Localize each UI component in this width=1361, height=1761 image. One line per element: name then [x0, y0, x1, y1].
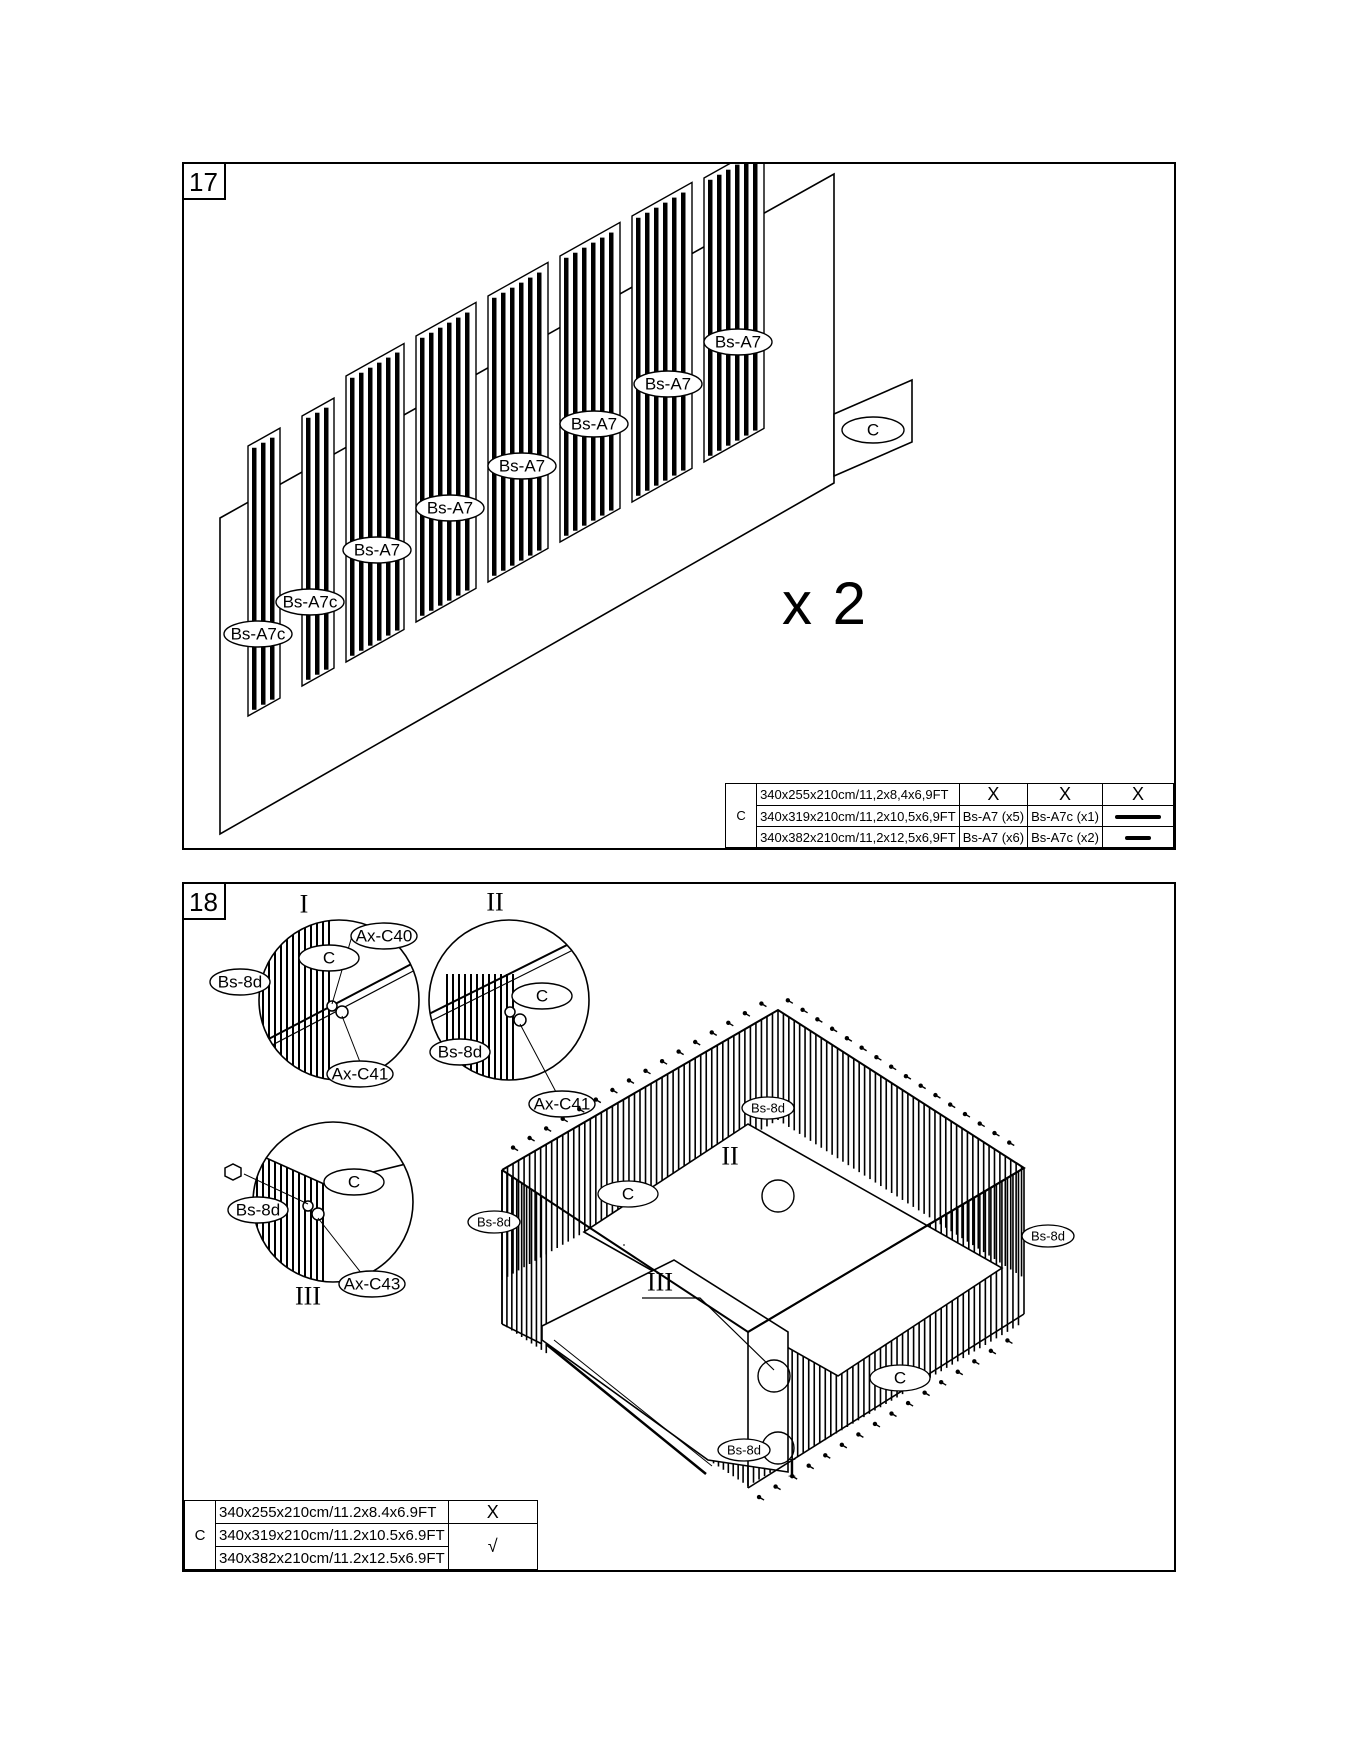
panel-label: Bs-A7 [354, 541, 400, 560]
panel-label-oval [487, 452, 557, 480]
detail-II-panel-label: Bs-8d [438, 1043, 482, 1062]
size-cell: 340x319x210cm/11,2x10,5x6,9FT [756, 805, 960, 827]
detail-I-c-label: C [323, 949, 335, 968]
short-bar-icon [1102, 826, 1174, 848]
size-cell: 340x319x210cm/11.2x10.5x6.9FT [215, 1523, 449, 1547]
detail-II-c-label: C [536, 987, 548, 1006]
step-number: 18 [184, 884, 226, 920]
bs8d-left-label: Bs-8d [477, 1215, 511, 1230]
wall-outline [219, 172, 835, 836]
detail-I-panel-label: Bs-8d [218, 973, 262, 992]
part-count: Bs-A7c (x1) [1027, 805, 1103, 827]
callout-circle-II [761, 1179, 795, 1213]
c-tab-label: C [867, 421, 879, 440]
detail-I-screw-label: Ax-C41 [332, 1065, 389, 1084]
quantity-multiplier: x 2 [782, 570, 869, 637]
panel-label-oval [342, 536, 412, 564]
panel-label: Bs-A7 [571, 415, 617, 434]
cross-mark: X [1027, 783, 1103, 806]
cross-mark: X [958, 783, 1029, 806]
c-right-label: C [894, 1369, 906, 1388]
panel-label-oval [223, 620, 293, 648]
bs8d-top-label: Bs-8d [751, 1101, 785, 1116]
bs8d-right-label: Bs-8d [1031, 1229, 1065, 1244]
c-tab-label-oval [841, 416, 905, 444]
callout-II: II [721, 1142, 738, 1171]
size-cell: 340x255x210cm/11.2x8.4x6.9FT [215, 1500, 449, 1524]
bs8d-bottom-label: Bs-8d [727, 1443, 761, 1458]
panel-label: Bs-A7 [645, 375, 691, 394]
size-cell: 340x382x210cm/11,2x12,5x6,9FT [756, 826, 960, 848]
detail-III-panel-label: Bs-8d [236, 1201, 280, 1220]
detail-II: C Bs-8d Ax-C41 II [428, 888, 596, 1118]
table-row: 340x382x210cm/11.2x12.5x6.9FT [185, 1546, 538, 1570]
step-number: 17 [184, 164, 226, 200]
table-row: 340x319x210cm/11.2x10.5x6.9FT √ [185, 1523, 538, 1570]
panel-label: Bs-A7c [231, 625, 286, 644]
callout-III: III [647, 1268, 673, 1297]
detail-III-c-label: C [348, 1173, 360, 1192]
shed-frame: I II III Bs-8d Bs-8d Bs-8d Bs-8d C C [467, 998, 1075, 1501]
callout-I: I [788, 1454, 797, 1483]
table-row: 340x382x210cm/11,2x12,5x6,9FT Bs-A7 (x6)… [726, 826, 1174, 848]
panel-label: Bs-A7 [427, 499, 473, 518]
table-key: C [184, 1500, 216, 1570]
check-mark: √ [447, 1523, 538, 1570]
panel-label-oval [633, 370, 703, 398]
part-count: Bs-A7 (x6) [958, 826, 1029, 848]
size-table-18: C 340x255x210cm/11.2x8.4x6.9FT X 340x319… [184, 1500, 538, 1570]
panel-label-oval [703, 328, 773, 356]
panel-label: Bs-A7c [283, 593, 338, 612]
panel-label-oval [559, 410, 629, 438]
detail-I-numeral: I [300, 890, 309, 919]
step-18-panel: 18 C Bs-8d Ax-C40 Ax-C41 I [182, 882, 1176, 1572]
detail-III-screw-label: Ax-C43 [344, 1275, 401, 1294]
panel-stripes [247, 164, 765, 718]
panel-label-oval [275, 588, 345, 616]
detail-I-bolt-label: Ax-C40 [356, 927, 413, 946]
part-count: Bs-A7c (x2) [1027, 826, 1103, 848]
panel-label: Bs-A7 [499, 457, 545, 476]
wall-panel-assembly-drawing: Bs-A7cBs-A7cBs-A7Bs-A7Bs-A7Bs-A7Bs-A7Bs-… [219, 164, 913, 836]
table-key: C [725, 783, 758, 848]
long-bar-icon [1102, 805, 1174, 827]
size-cell: 340x382x210cm/11.2x12.5x6.9FT [215, 1546, 449, 1570]
size-cell: 340x255x210cm/11,2x8,4x6,9FT [756, 783, 960, 806]
cross-mark: X [447, 1500, 538, 1524]
detail-II-screw-label: Ax-C41 [534, 1095, 591, 1114]
size-table-17: C 340x255x210cm/11,2x8,4x6,9FT X X X 340… [725, 783, 1174, 848]
table-row: C 340x255x210cm/11,2x8,4x6,9FT X X X [725, 783, 1174, 848]
part-count: Bs-A7 (x5) [958, 805, 1029, 827]
detail-III: C Bs-8d Ax-C43 III [224, 1121, 414, 1311]
shed-frame-assembly-drawing: C Bs-8d Ax-C40 Ax-C41 I C Bs-8d Ax-C41 I… [209, 888, 1075, 1501]
detail-III-numeral: III [295, 1282, 321, 1311]
c-left-label: C [622, 1185, 634, 1204]
table-row: 340x319x210cm/11,2x10,5x6,9FT Bs-A7 (x5)… [726, 805, 1174, 827]
panel-label: Bs-A7 [715, 333, 761, 352]
cross-mark: X [1102, 783, 1174, 806]
detail-II-numeral: II [486, 888, 503, 917]
callout-circle-III [757, 1359, 791, 1393]
panel-labels: Bs-A7cBs-A7cBs-A7Bs-A7Bs-A7Bs-A7Bs-A7Bs-… [223, 328, 773, 648]
detail-I: C Bs-8d Ax-C40 Ax-C41 I [209, 890, 420, 1088]
table-row: C 340x255x210cm/11.2x8.4x6.9FT X [184, 1500, 538, 1570]
panel-label-oval [415, 494, 485, 522]
